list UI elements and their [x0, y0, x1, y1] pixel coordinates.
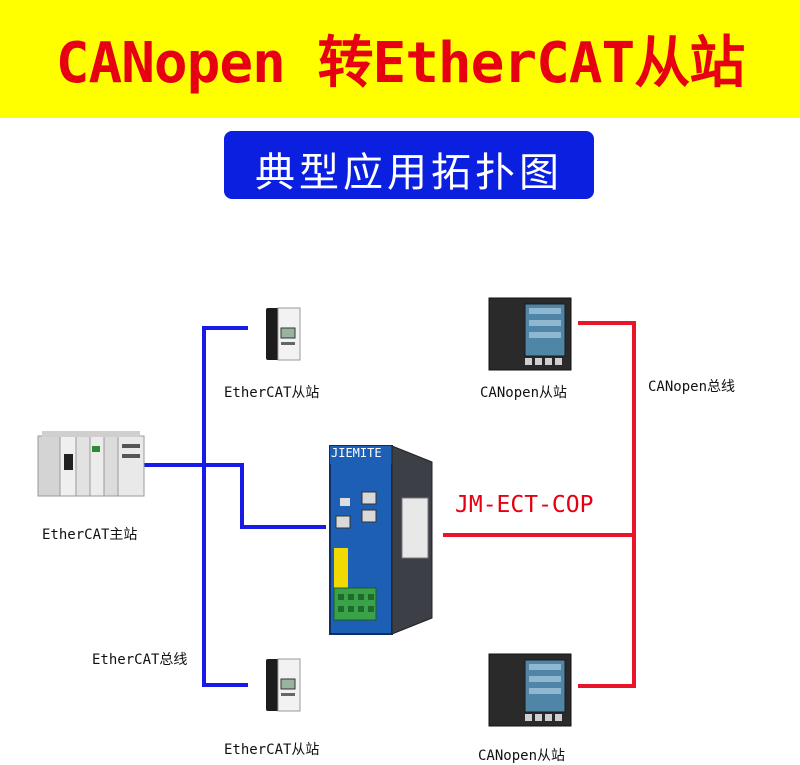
subtitle-box: 典型应用拓扑图 — [224, 131, 594, 199]
page-title: CANopen 转EtherCAT从站 — [55, 31, 745, 96]
canopen-slave-top-icon — [488, 297, 572, 371]
ethercat-slave-bottom-label: EtherCAT从站 — [224, 742, 320, 758]
ethercat-slave-bottom-icon — [266, 658, 301, 712]
title-banner: CANopen 转EtherCAT从站 — [0, 0, 800, 118]
ethercat-bus-lines — [142, 326, 326, 687]
ethercat-slave-top-icon — [266, 307, 301, 361]
diagram-subtitle: 典型应用拓扑图 — [255, 150, 563, 196]
ethercat-bus-label: EtherCAT总线 — [92, 652, 188, 668]
canopen-slave-bottom-label: CANopen从站 — [478, 748, 566, 764]
canopen-trunk — [578, 321, 636, 688]
gateway-device-icon — [329, 445, 433, 635]
canopen-slave-bottom-icon — [488, 653, 572, 727]
ethercat-master-label: EtherCAT主站 — [42, 527, 138, 543]
ethercat-master-link — [142, 463, 326, 529]
canopen-slave-top-label: CANopen从站 — [480, 385, 568, 401]
ethercat-trunk — [202, 326, 248, 687]
canopen-bus-lines — [443, 321, 636, 688]
ethercat-master-plc-icon — [37, 431, 145, 497]
canopen-bus-label: CANopen总线 — [648, 379, 736, 395]
gateway-model-label: JM-ECT-COP — [455, 492, 594, 518]
ethercat-slave-top-label: EtherCAT从站 — [224, 385, 320, 401]
gateway-brand: JIEMITE — [331, 446, 382, 460]
